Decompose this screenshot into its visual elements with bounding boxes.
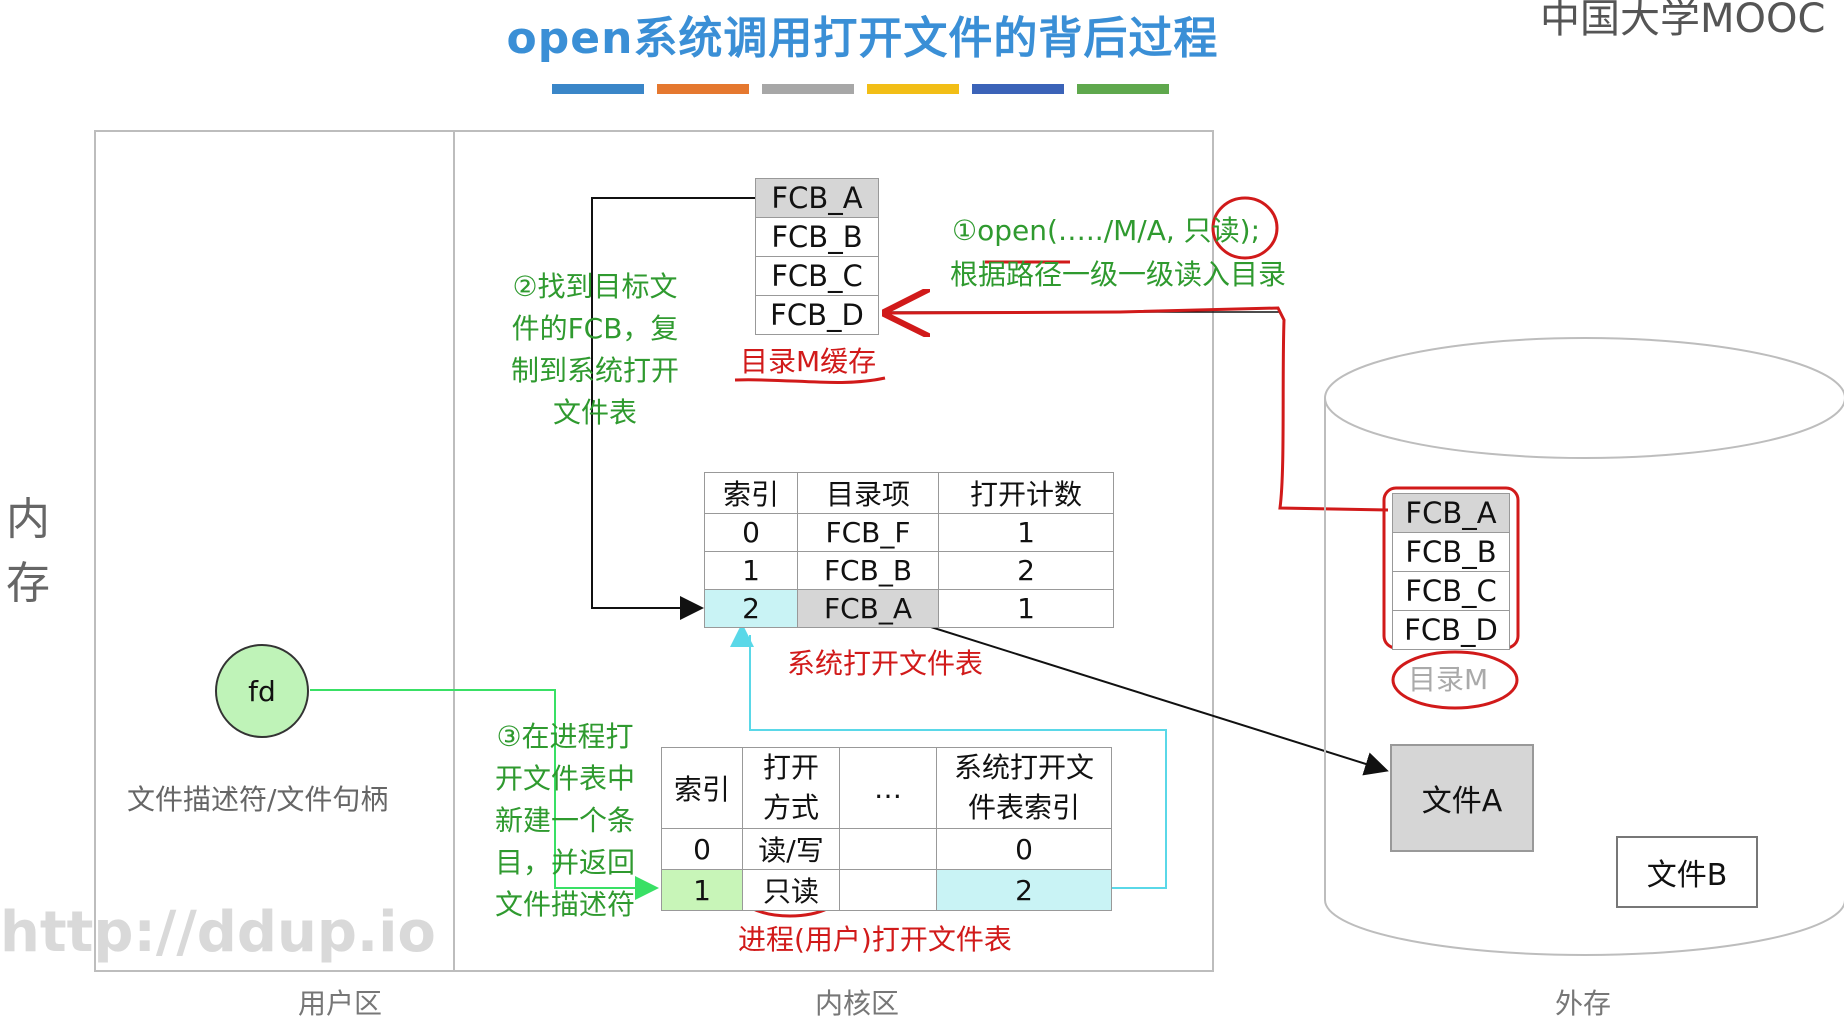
table-cell: 只读 (742, 869, 840, 911)
dir-cache-stack: FCB_A FCB_B FCB_C FCB_D (755, 178, 879, 335)
copy-fcb-connector (591, 197, 755, 620)
brand-logo: 中国大学MOOC (1540, 0, 1826, 42)
accent-bar (552, 84, 644, 94)
file-a-box: 文件A (1390, 744, 1534, 852)
table-header: … (839, 747, 937, 829)
table-header-row: 索引 打开方式 … 系统打开文件表索引 (661, 747, 1112, 829)
file-a-pointer (914, 621, 1389, 776)
kernel-zone-label: 内核区 (815, 987, 900, 1020)
fd-label: fd (248, 674, 276, 708)
red-circle-readonly (1211, 196, 1279, 260)
step2-line: 文件表 (552, 396, 637, 429)
table-header: 系统打开文件表索引 (936, 747, 1112, 829)
step3-line: 目，并返回 (494, 846, 635, 879)
system-table-label: 系统打开文件表 (787, 647, 984, 680)
step2-line: 件的FCB，复 (511, 312, 679, 345)
user-zone-label: 用户区 (298, 987, 383, 1020)
table-header-row: 索引 目录项 打开计数 (704, 472, 1114, 514)
table-cell: 1 (661, 869, 743, 911)
disk-dir-stack: FCB_A FCB_B FCB_C FCB_D (1392, 493, 1510, 650)
table-cell: 0 (704, 513, 798, 552)
step2-text: ②找到目标文 件的FCB，复 制到系统打开 文件表 (490, 266, 700, 434)
index-link (730, 623, 1167, 889)
table-cell (839, 828, 937, 870)
watermark: http://ddup.io (0, 900, 436, 965)
red-underline-cache (734, 376, 886, 384)
step2-line: 制到系统打开 (510, 354, 679, 387)
external-zone-label: 外存 (1555, 987, 1612, 1020)
table-cell: 0 (936, 828, 1112, 870)
dir-cache-fcb-b: FCB_B (755, 218, 879, 257)
accent-bar (1077, 84, 1169, 94)
table-row: 0 FCB_F 1 (704, 513, 1114, 552)
table-cell: 读/写 (742, 828, 840, 870)
dir-cache-fcb-a: FCB_A (755, 178, 879, 218)
table-row: 1 只读 2 (661, 869, 1112, 911)
memory-label: 内存 (6, 494, 50, 609)
table-row: 2 FCB_A 1 (704, 589, 1114, 628)
table-cell: 2 (938, 551, 1114, 590)
table-header: 目录项 (797, 472, 939, 514)
accent-bar (867, 84, 959, 94)
file-a-label: 文件A (1421, 784, 1503, 819)
table-cell: 1 (938, 513, 1114, 552)
file-b-label: 文件B (1646, 858, 1728, 893)
step1-line2: 根据路径一级一级读入目录 (950, 258, 1287, 291)
table-row: 1 FCB_B 2 (704, 551, 1114, 590)
user-kernel-divider (453, 130, 455, 970)
red-path-arrow (888, 308, 1389, 512)
table-header: 索引 (704, 472, 798, 514)
memory-frame (94, 130, 1214, 972)
step3-line: 文件描述符 (494, 888, 635, 921)
process-table-label: 进程(用户)打开文件表 (738, 923, 1012, 956)
step3-line: ③在进程打 (496, 720, 634, 753)
table-header-text: 系统打开文件表索引 (953, 751, 1094, 824)
table-cell: 1 (938, 589, 1114, 628)
table-cell: FCB_B (797, 551, 939, 590)
disk-fcb-a: FCB_A (1392, 493, 1510, 533)
table-cell: 0 (661, 828, 743, 870)
accent-bar (657, 84, 749, 94)
system-open-file-table: 索引 目录项 打开计数 0 FCB_F 1 1 FCB_B 2 2 FCB_A … (704, 472, 1114, 628)
step3-text: ③在进程打 开文件表中 新建一个条 目，并返回 文件描述符 (480, 716, 650, 926)
dir-cache-fcb-d: FCB_D (755, 296, 879, 335)
table-header-text: 打开方式 (762, 751, 819, 824)
accent-bar (972, 84, 1064, 94)
table-cell: FCB_F (797, 513, 939, 552)
disk-fcb-b: FCB_B (1392, 533, 1510, 572)
fd-circle: fd (215, 644, 309, 738)
fd-link (310, 689, 659, 900)
table-cell (839, 869, 937, 911)
table-cell: FCB_A (797, 589, 939, 628)
accent-bar (762, 84, 854, 94)
step3-line: 新建一个条 (494, 804, 635, 837)
table-cell: 2 (936, 869, 1112, 911)
disk-dir-label: 目录M (1408, 663, 1489, 696)
file-b-box: 文件B (1616, 836, 1758, 908)
table-cell: 2 (704, 589, 798, 628)
step1-line1: ①open(…../M/A, 只读); (952, 214, 1261, 247)
disk-fcb-d: FCB_D (1392, 611, 1510, 650)
dir-cache-fcb-c: FCB_C (755, 257, 879, 296)
table-header: 打开计数 (938, 472, 1114, 514)
step2-line: ②找到目标文 (512, 270, 678, 303)
table-header: 索引 (661, 747, 743, 829)
table-header: 打开方式 (742, 747, 840, 829)
table-row: 0 读/写 0 (661, 828, 1112, 870)
disk-fcb-c: FCB_C (1392, 572, 1510, 611)
page-title: open系统调用打开文件的背后过程 (506, 13, 1219, 64)
process-open-file-table: 索引 打开方式 … 系统打开文件表索引 0 读/写 0 1 只读 2 (661, 747, 1112, 911)
dir-cache-label: 目录M缓存 (740, 345, 877, 378)
fd-caption: 文件描述符/文件句柄 (127, 783, 389, 816)
step3-line: 开文件表中 (494, 762, 635, 795)
watermark-text: http://ddup.io (0, 900, 436, 965)
table-cell: 1 (704, 551, 798, 590)
